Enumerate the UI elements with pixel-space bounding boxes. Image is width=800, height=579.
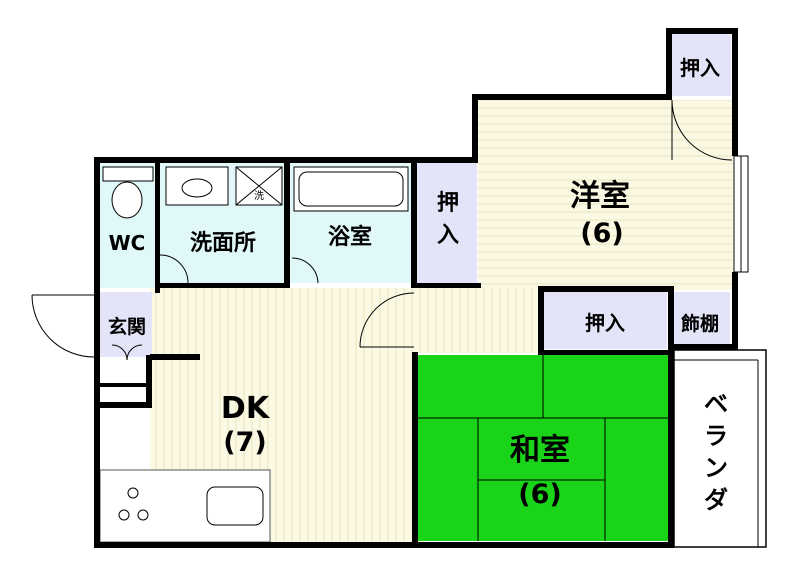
oshiire-side-fill: [417, 163, 477, 287]
fixtures: [102, 166, 409, 526]
kazaridana-fill: [670, 292, 730, 344]
washitsu-label: 和室: [510, 433, 570, 468]
youshitsu-size: (6): [580, 218, 623, 249]
oshiire-top-fill: [669, 34, 731, 96]
oshiire-mid-fill: [543, 292, 667, 349]
yokushitsu-label: 浴室: [328, 224, 372, 250]
veranda-label-2: ラ: [704, 422, 728, 450]
veranda-label-3: ン: [704, 454, 728, 482]
youshitsu-floor: [478, 100, 733, 290]
oshiire-mid-label: 押入: [585, 311, 625, 335]
genkan-label: 玄関: [108, 315, 146, 338]
dk-label: DK: [221, 391, 271, 426]
door-swings: [31, 99, 733, 361]
veranda-label-1: ベ: [704, 390, 728, 418]
genkan-floor: [100, 292, 152, 357]
walls: [94, 28, 738, 548]
dk-size: (7): [223, 427, 266, 458]
hall-floor: [415, 288, 543, 353]
wc-label: WC: [109, 231, 146, 255]
kazaridana-label: 飾棚: [681, 312, 719, 335]
tatami-lines: [418, 355, 668, 541]
youshitsu-label: 洋室: [570, 179, 630, 214]
oshiire-side-label-2: 入: [437, 223, 459, 248]
washitsu-size: (6): [518, 479, 561, 510]
washer-mark: 洗: [254, 190, 264, 202]
veranda-label-4: ダ: [704, 486, 728, 514]
veranda-area: [673, 349, 767, 548]
oshiire-top-label: 押入: [680, 56, 720, 80]
senmenjo-label: 洗面所: [190, 231, 256, 256]
oshiire-side-label-1: 押: [437, 190, 459, 216]
